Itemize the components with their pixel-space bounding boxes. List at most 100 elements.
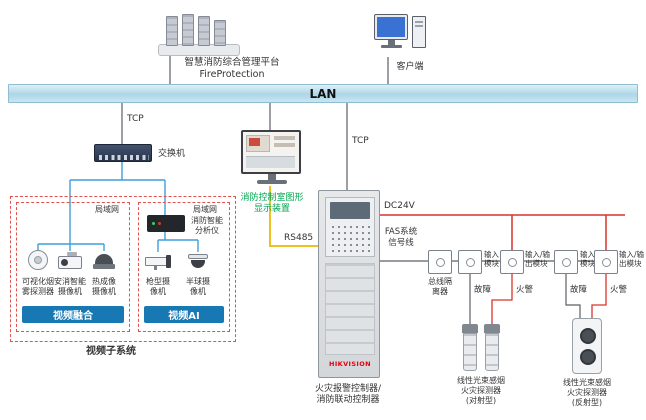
tower-slot [415,25,423,27]
fire-alarm-controller-cabinet: HIKVISION [318,190,380,378]
input-module-label: 输入 模块 [484,250,499,268]
backbone-lines [121,54,389,190]
screen-fire-graphic [249,138,260,146]
camera-lens [166,255,171,268]
detector-cap [462,324,478,333]
client-monitor-screen [377,17,405,37]
dc24v-lines [380,214,625,250]
screen-line [274,143,295,147]
fault-status-label: 故障 [474,285,492,295]
ethernet-switch-icon [94,144,152,162]
detector-lens [580,349,596,365]
module-terminal [508,258,517,267]
display-device-label: 消防控制室图形 显示装置 [240,193,304,215]
opposed-beam-detector-label: 线性光束感烟 火灾探测器 (对射型) [457,376,505,405]
device-label: 热成像 摄像机 [92,277,116,296]
control-room-display-icon [241,130,303,190]
dome-camera-icon [188,252,208,268]
detector-lens [580,328,596,344]
fire-status-label: 火警 [610,285,628,295]
camera-mount [154,266,157,270]
module-terminal [466,258,475,267]
lan-bus: LAN [8,84,638,103]
camera-plate [188,254,208,259]
monitor-base [381,45,402,48]
device-label: 安消智能 摄像机 [54,277,86,296]
video-fusion-bar: 视频融合 [22,306,124,323]
monitor-base [257,180,287,184]
video-ai-bar: 视频AI [144,306,224,323]
input-module [458,250,482,274]
camera-dome [191,260,205,268]
switch-label: 交换机 [158,149,186,159]
thermal-camera-icon [93,252,115,270]
device-label: 可视化烟 雾探测器 [22,277,54,296]
camera-base [93,264,115,269]
tcp-left-label: TCP [127,114,144,124]
bullet-camera-icon [145,252,172,270]
input-module [554,250,578,274]
detector-center [34,256,42,264]
fire-analyzer-icon [147,215,185,232]
server-tower [182,14,194,46]
client-tower [412,16,426,48]
camera-dome [95,254,113,264]
video-network-lines [37,162,199,252]
module-terminal [562,258,571,267]
dc24v-label: DC24V [384,201,415,211]
video-ai-group-box [138,202,230,332]
analyzer-led [152,222,155,225]
fire-analyzer-label: 消防智能 分析仪 [191,216,223,235]
smart-camera-icon [58,252,84,270]
camera-lens [61,259,68,266]
video-subsystem-boundary [10,196,236,342]
fusion-lan-label: 局域网 [95,205,119,214]
detector-cap [484,324,500,333]
fire-alarm-wires [491,274,607,324]
brand-logo: HIKVISION [328,360,371,368]
tcp-right-label: TCP [352,136,369,146]
monitor-neck [388,40,395,45]
video-subsystem-title: 视频子系统 [86,346,136,357]
reflective-beam-detector-label: 线性光束感烟 火灾探测器 (反射型) [563,378,611,407]
rs485-line [269,186,318,247]
server-cluster-icon [156,8,242,58]
io-module [500,250,524,274]
io-module-label: 输入/输 出模块 [525,250,551,268]
camera-top [67,252,77,256]
cabinet-slots [325,263,375,355]
smoke-detector-icon [28,250,48,272]
rs485-label: RS485 [284,233,314,243]
beam-detector-emitter-icon [461,324,479,372]
switch-ports [99,155,149,160]
io-module-label: 输入/输 出模块 [619,250,645,268]
module-terminal [602,258,611,267]
analyzer-led [158,222,161,225]
cabinet-panel [325,197,375,257]
fire-platform-label: 智慧消防综合管理平台 FireProtection [184,57,280,80]
server-tower [166,16,178,46]
fault-status-label: 故障 [570,285,588,295]
server-tower [198,16,210,46]
cabinet-display [330,202,370,219]
controller-label: 火灾报警控制器/ 消防联动控制器 [314,384,382,406]
cabinet-buttons [330,224,370,252]
device-label: 枪型摄 像机 [146,277,170,296]
beam-detector-reflective-icon [572,318,602,374]
detector-body [485,333,499,371]
client-label: 客户端 [396,62,424,72]
detector-body [463,333,477,371]
fas-signal-label: FAS系统 信号线 [384,227,418,248]
device-label: 半球摄 像机 [186,277,210,296]
fire-status-label: 火警 [516,285,534,295]
io-module [594,250,618,274]
server-tower [214,20,226,46]
tower-slot [415,21,423,23]
screen-status-row [246,156,295,168]
module-terminal [436,258,445,267]
ai-lan-label: 局域网 [193,205,217,214]
fault-wires [469,274,581,324]
video-fusion-group-box [16,202,130,332]
camera-body [145,257,167,266]
